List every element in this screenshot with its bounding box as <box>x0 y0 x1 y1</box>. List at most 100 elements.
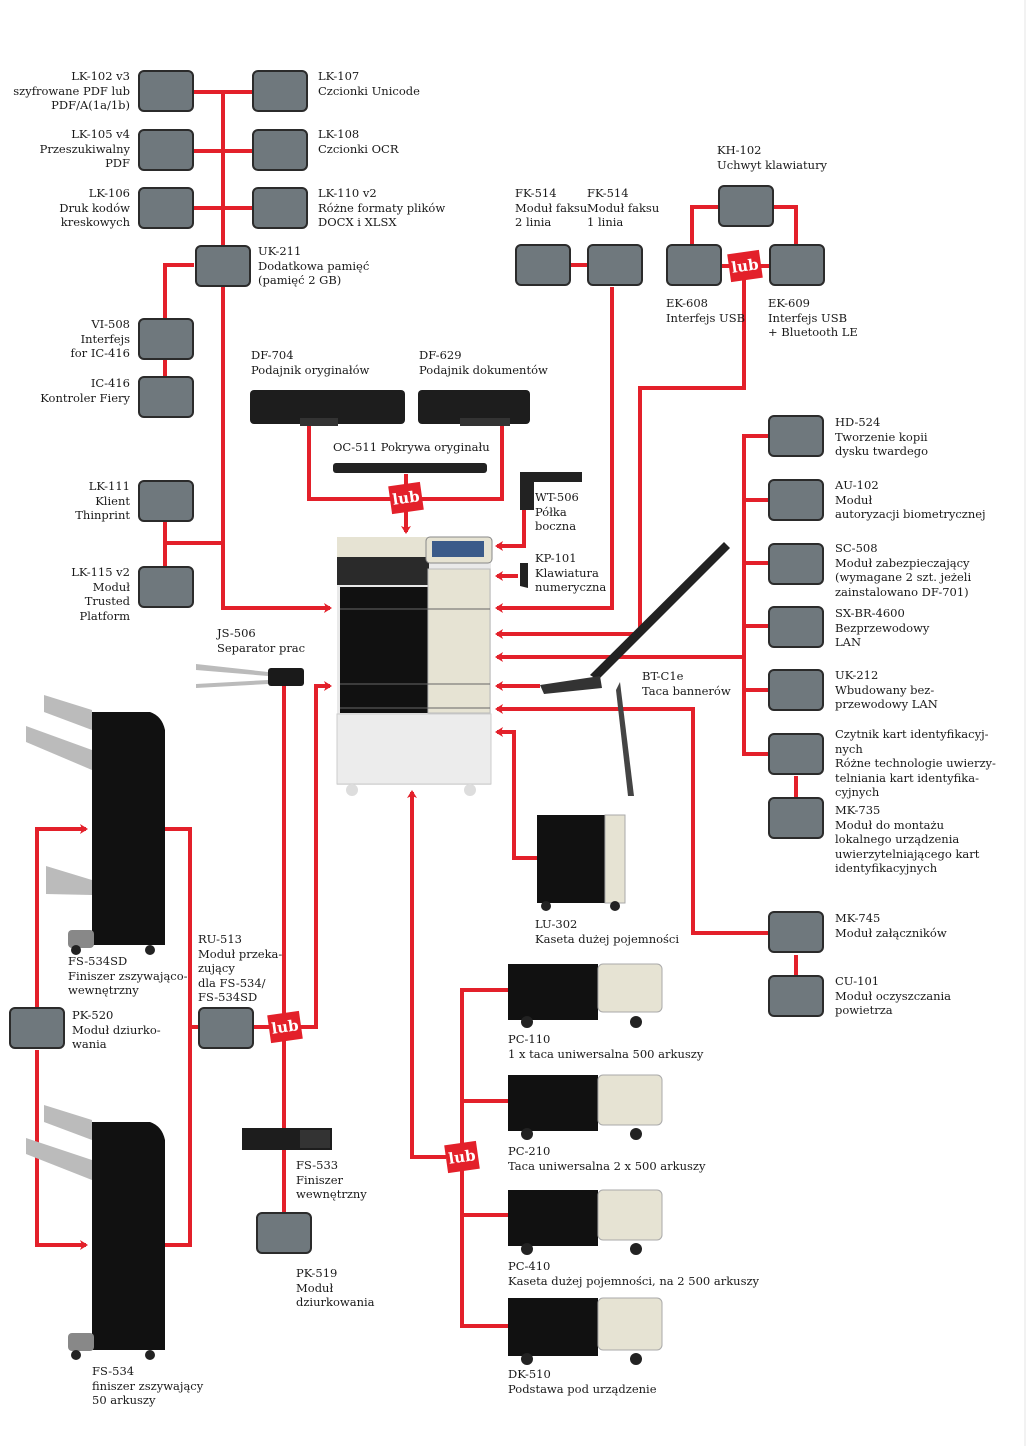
kp101-illustration <box>520 563 528 588</box>
cardreader-box <box>768 733 824 775</box>
lk110-box <box>252 187 308 229</box>
wire-ru513-lub <box>254 686 330 1029</box>
fk514a-box <box>515 244 571 286</box>
wire-right-bus <box>742 434 768 756</box>
df704-illustration <box>250 390 405 426</box>
wire-uk211-vi508 <box>163 263 194 318</box>
fs534sd-illustration <box>26 695 165 955</box>
pc210-illustration <box>508 1074 663 1140</box>
fk514b-box <box>587 244 643 286</box>
wire-wt506 <box>495 502 526 551</box>
lk106-box <box>138 187 194 229</box>
pk520-box <box>9 1007 65 1049</box>
wire-lk-bus <box>194 90 252 245</box>
ic416-box <box>138 376 194 418</box>
lk115-box <box>138 566 194 608</box>
wire-lk111-lk115 <box>163 522 223 566</box>
page-edge <box>1024 0 1026 1446</box>
sxbr-box <box>768 606 824 648</box>
or-badge-ru513: lub <box>267 1010 303 1044</box>
wire-pc-main <box>407 790 446 1159</box>
wire-pk520-fs534 <box>35 1050 88 1250</box>
kh102-box <box>718 185 774 227</box>
ru513-box <box>198 1007 254 1049</box>
uk211-box <box>195 245 251 287</box>
wire-uk211-main <box>221 286 332 613</box>
btc1e-illustration <box>540 542 730 796</box>
lk105-box <box>138 129 194 171</box>
wt506-illustration <box>520 472 582 510</box>
oc511-illustration <box>333 463 487 473</box>
lk107-box <box>252 70 308 112</box>
hd524-box <box>768 415 824 457</box>
lk102-box <box>138 70 194 112</box>
oc511-label: OC-511 Pokrywa oryginału <box>333 440 490 454</box>
fs533-illustration <box>242 1128 332 1150</box>
wire-fs534sd-ru513 <box>165 827 198 1247</box>
js506-illustration <box>196 664 304 688</box>
sc508-box <box>768 543 824 585</box>
pk519-box <box>256 1212 312 1254</box>
au102-box <box>768 479 824 521</box>
wire-mk745 <box>495 704 768 935</box>
lu302-illustration <box>537 814 626 911</box>
wire-lu302 <box>495 727 537 860</box>
main-printer <box>336 536 493 796</box>
wire-kh102 <box>690 205 798 244</box>
or-badge-ek: lub <box>727 249 763 283</box>
lk111-box <box>138 480 194 522</box>
wire-pk520-fs534sd <box>35 824 88 1007</box>
or-badge-df: lub <box>388 481 424 515</box>
wire-fax-main <box>495 287 614 613</box>
dk510-illustration <box>508 1297 663 1365</box>
df629-illustration <box>418 390 530 426</box>
cardreader-label: Czytnik kart identyfikacyj-nych Różne te… <box>835 727 996 799</box>
lk108-box <box>252 129 308 171</box>
cu101-box <box>768 975 824 1017</box>
mk735-box <box>768 797 824 839</box>
pc410-illustration <box>508 1189 663 1255</box>
or-badge-pc: lub <box>444 1140 480 1174</box>
pc110-illustration <box>508 963 663 1028</box>
mk745-box <box>768 911 824 953</box>
